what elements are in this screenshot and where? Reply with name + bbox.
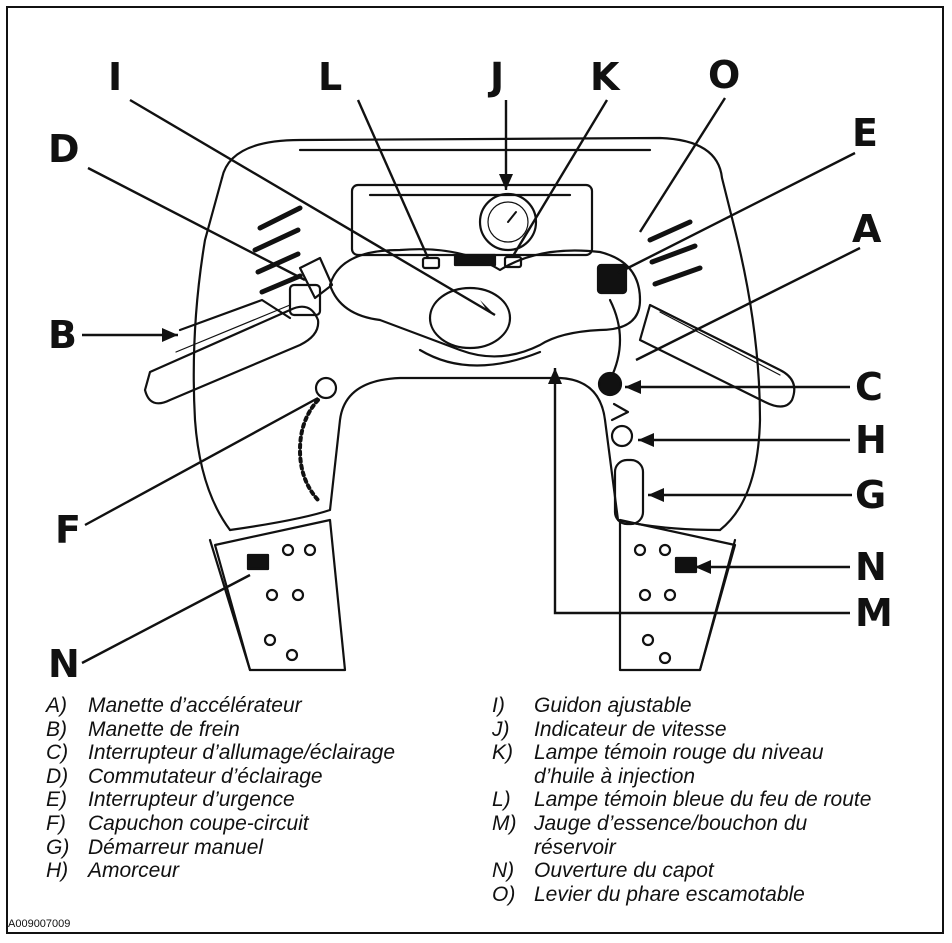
legend-text: Interrupteur d’allumage/éclairage	[88, 741, 395, 765]
leader-A	[636, 248, 860, 360]
legend-text: Guidon ajustable	[534, 694, 692, 718]
legend-key: A)	[46, 694, 88, 718]
legend-key: K)	[492, 741, 534, 765]
leader-L	[358, 100, 428, 258]
legend-text: Jauge d’essence/bouchon du	[534, 812, 807, 836]
leader-O	[640, 98, 725, 232]
callout-J: J	[487, 55, 504, 99]
legend-item: D)Commutateur d’éclairage	[46, 765, 395, 789]
callout-B: B	[48, 313, 77, 357]
right-footrest	[620, 520, 735, 670]
callout-M: M	[855, 591, 893, 635]
callout-H: H	[855, 418, 887, 462]
legend-key: C)	[46, 741, 88, 765]
legend-text: Amorceur	[88, 859, 179, 883]
legend-text: Manette d’accélérateur	[88, 694, 302, 718]
callout-I: I	[108, 55, 122, 99]
leader-E	[618, 153, 855, 273]
legend-key: O)	[492, 883, 534, 907]
legend-key: E)	[46, 788, 88, 812]
legend-item: F)Capuchon coupe-circuit	[46, 812, 395, 836]
callout-N-right: N	[855, 545, 887, 589]
hood-latch-left	[248, 555, 268, 569]
legend-text: Ouverture du capot	[534, 859, 714, 883]
callout-D: D	[48, 127, 80, 171]
legend-item: I)Guidon ajustable	[492, 694, 871, 718]
blue-lamp	[423, 258, 439, 268]
tether-cord	[300, 400, 318, 500]
ignition-switch	[599, 373, 621, 395]
legend-text: Lampe témoin rouge du niveau	[534, 741, 824, 765]
legend-text-continued: d’huile à injection	[492, 765, 871, 789]
legend-item: G)Démarreur manuel	[46, 836, 395, 860]
legend-item: J)Indicateur de vitesse	[492, 718, 871, 742]
callout-A: A	[852, 207, 882, 251]
hood-latch-right	[676, 558, 696, 572]
legend-right: I)Guidon ajustable J)Indicateur de vites…	[492, 694, 871, 906]
legend-text: Démarreur manuel	[88, 836, 263, 860]
legend-item: H)Amorceur	[46, 859, 395, 883]
legend-key: M)	[492, 812, 534, 836]
legend-text: Lampe témoin bleue du feu de route	[534, 788, 871, 812]
legend-item: M)Jauge d’essence/bouchon du	[492, 812, 871, 836]
left-footrest	[215, 520, 345, 670]
leader-M	[555, 368, 850, 613]
primer	[612, 426, 632, 446]
leader-F	[85, 398, 318, 525]
emergency-switch	[598, 265, 626, 293]
legend-item: K)Lampe témoin rouge du niveau	[492, 741, 871, 765]
legend-text-continued: réservoir	[492, 836, 871, 860]
adjustable-bar-center	[430, 288, 510, 348]
legend-key: F)	[46, 812, 88, 836]
callout-G: G	[855, 473, 886, 517]
manual-starter	[615, 460, 643, 524]
legend-item: L)Lampe témoin bleue du feu de route	[492, 788, 871, 812]
legend-item: O)Levier du phare escamotable	[492, 883, 871, 907]
legend-item: A)Manette d’accélérateur	[46, 694, 395, 718]
legend-key: L)	[492, 788, 534, 812]
leader-N-left	[82, 575, 250, 663]
legend-key: B)	[46, 718, 88, 742]
legend-key: N)	[492, 859, 534, 883]
tether-cap	[316, 378, 336, 398]
legend-key: J)	[492, 718, 534, 742]
callout-O: O	[708, 53, 740, 97]
legend-text: Interrupteur d’urgence	[88, 788, 295, 812]
callout-L: L	[318, 55, 342, 99]
legend-item: C)Interrupteur d’allumage/éclairage	[46, 741, 395, 765]
legend-item: N)Ouverture du capot	[492, 859, 871, 883]
callout-E: E	[852, 111, 878, 155]
callout-C: C	[855, 365, 883, 409]
legend-text: Indicateur de vitesse	[534, 718, 727, 742]
legend-text: Levier du phare escamotable	[534, 883, 805, 907]
legend-key: G)	[46, 836, 88, 860]
legend-text: Manette de frein	[88, 718, 240, 742]
legend-text: Commutateur d’éclairage	[88, 765, 323, 789]
callout-N-left: N	[48, 642, 80, 686]
legend-key: I)	[492, 694, 534, 718]
legend-key: D)	[46, 765, 88, 789]
leader-I	[130, 100, 495, 315]
callout-K: K	[590, 55, 621, 99]
legend-text: Capuchon coupe-circuit	[88, 812, 309, 836]
legend-item: E)Interrupteur d’urgence	[46, 788, 395, 812]
reference-code: A009007009	[8, 918, 70, 930]
legend-left: A)Manette d’accélérateur B)Manette de fr…	[46, 694, 395, 883]
legend-item: B)Manette de frein	[46, 718, 395, 742]
legend-key: H)	[46, 859, 88, 883]
left-grip	[145, 307, 318, 404]
callout-F: F	[55, 508, 81, 552]
